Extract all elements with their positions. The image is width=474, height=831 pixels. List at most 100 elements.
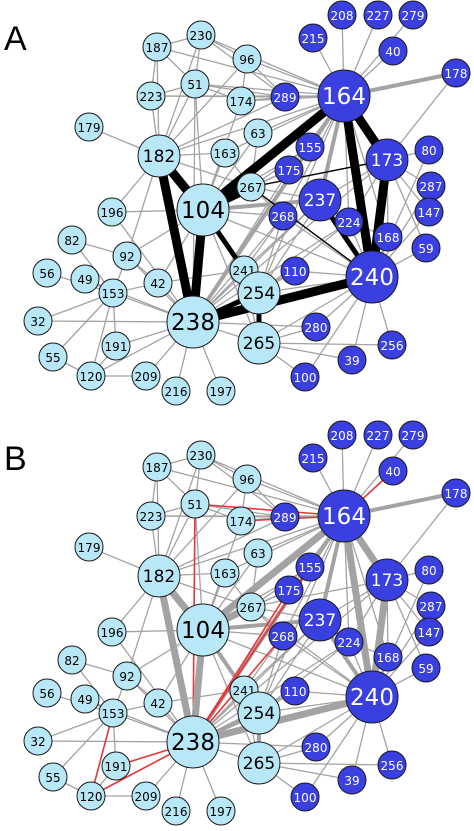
node-label: 110 xyxy=(284,265,307,279)
node-circle xyxy=(161,376,191,406)
node-label: 147 xyxy=(418,206,441,220)
node-label: 287 xyxy=(420,600,443,614)
node-label: 42 xyxy=(150,697,165,711)
node-circle xyxy=(112,241,142,271)
node-42: 42 xyxy=(143,268,173,298)
node-label: 163 xyxy=(214,567,237,581)
node-label: 100 xyxy=(294,371,317,385)
node-circle xyxy=(70,684,100,714)
node-circle xyxy=(365,558,409,602)
node-circle xyxy=(243,538,273,568)
node-circle xyxy=(334,207,364,237)
node-label: 268 xyxy=(272,210,295,224)
node-164: 164 xyxy=(317,69,371,123)
node-268: 268 xyxy=(268,201,298,231)
edge-153-55 xyxy=(52,712,114,778)
node-circle xyxy=(38,762,68,792)
node-39: 39 xyxy=(337,345,367,375)
node-circle xyxy=(232,464,262,494)
node-187: 187 xyxy=(142,452,172,482)
node-82: 82 xyxy=(57,645,87,675)
node-circle xyxy=(226,506,256,536)
node-circle xyxy=(441,58,471,88)
node-label: 265 xyxy=(243,334,275,354)
node-label: 104 xyxy=(181,618,225,644)
node-267: 267 xyxy=(236,592,266,622)
node-187: 187 xyxy=(142,32,172,62)
node-circle xyxy=(206,376,236,406)
node-267: 267 xyxy=(236,172,266,202)
node-circle xyxy=(226,86,256,116)
node-label: 168 xyxy=(377,231,400,245)
node-label: 32 xyxy=(30,315,45,329)
node-label: 59 xyxy=(418,662,433,676)
node-label: 174 xyxy=(230,515,253,529)
node-label: 215 xyxy=(302,32,325,46)
node-254: 254 xyxy=(237,271,281,315)
node-label: 227 xyxy=(367,9,390,23)
edge-153-55 xyxy=(52,292,114,358)
node-circle xyxy=(301,312,331,342)
node-circle xyxy=(243,118,273,148)
node-circle xyxy=(290,782,320,812)
node-55: 55 xyxy=(38,762,68,792)
node-circle xyxy=(334,627,364,657)
node-191: 191 xyxy=(101,751,131,781)
node-63: 63 xyxy=(243,118,273,148)
node-110: 110 xyxy=(280,676,310,706)
node-circle xyxy=(38,342,68,372)
node-circle xyxy=(411,653,441,683)
node-label: 164 xyxy=(322,84,366,110)
node-circle xyxy=(97,197,127,227)
node-label: 196 xyxy=(101,206,124,220)
node-circle xyxy=(136,501,166,531)
node-label: 147 xyxy=(418,626,441,640)
node-label: 80 xyxy=(421,564,436,578)
node-circle xyxy=(298,443,328,473)
edge-164-240 xyxy=(340,512,376,701)
node-147: 147 xyxy=(414,617,444,647)
node-circle xyxy=(398,0,428,30)
node-circle xyxy=(268,201,298,231)
node-label: 153 xyxy=(102,287,125,301)
edge-240-104 xyxy=(202,209,373,278)
node-label: 173 xyxy=(371,571,403,591)
node-174: 174 xyxy=(226,86,256,116)
node-circle xyxy=(280,676,310,706)
node-circle xyxy=(373,642,403,672)
node-label: 238 xyxy=(171,310,215,336)
node-label: 92 xyxy=(119,250,134,264)
node-153: 153 xyxy=(98,278,128,308)
node-label: 223 xyxy=(140,90,163,104)
node-circle xyxy=(377,750,407,780)
node-label: 179 xyxy=(78,121,101,135)
node-256: 256 xyxy=(377,330,407,360)
node-56: 56 xyxy=(32,678,62,708)
node-178: 178 xyxy=(441,58,471,88)
node-label: 265 xyxy=(243,754,275,774)
node-227: 227 xyxy=(363,0,393,30)
node-circle xyxy=(142,32,172,62)
node-56: 56 xyxy=(32,258,62,288)
edge-182-289 xyxy=(158,516,286,577)
node-209: 209 xyxy=(131,361,161,391)
node-32: 32 xyxy=(23,306,53,336)
node-label: 182 xyxy=(143,147,175,167)
node-289: 289 xyxy=(270,502,300,532)
node-label: 215 xyxy=(302,452,325,466)
node-circle xyxy=(377,330,407,360)
node-197: 197 xyxy=(206,796,236,826)
node-label: 100 xyxy=(294,791,317,805)
node-circle xyxy=(274,155,304,185)
node-circle xyxy=(210,138,240,168)
node-circle xyxy=(70,264,100,294)
node-237: 237 xyxy=(298,598,342,642)
node-circle xyxy=(337,345,367,375)
edge-182-96 xyxy=(158,58,248,157)
node-label: 55 xyxy=(45,771,60,785)
node-label: 223 xyxy=(140,510,163,524)
edge-265-256 xyxy=(258,762,393,766)
node-label: 42 xyxy=(150,277,165,291)
node-circle xyxy=(414,135,444,165)
